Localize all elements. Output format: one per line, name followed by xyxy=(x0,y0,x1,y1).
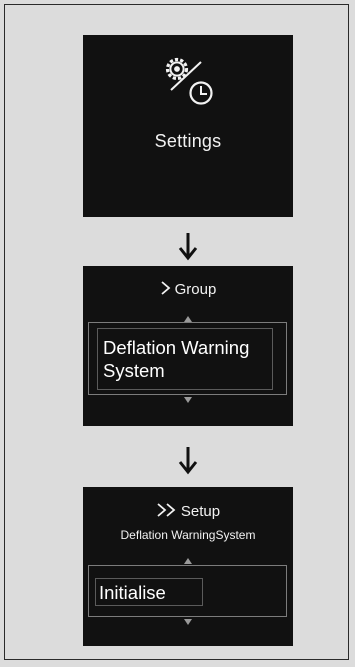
settings-screen: Settings xyxy=(83,35,293,217)
selection-highlight xyxy=(95,578,203,606)
breadcrumb-group: Group xyxy=(83,281,293,298)
breadcrumb-label: Setup xyxy=(180,503,221,520)
settings-label: Settings xyxy=(154,131,222,151)
breadcrumb-setup: Setup xyxy=(83,503,293,520)
scroll-up-indicator-icon xyxy=(184,316,192,322)
arrow-down-icon xyxy=(178,447,198,475)
menu-list-frame xyxy=(88,322,287,395)
scroll-down-indicator-icon xyxy=(184,397,192,403)
setup-screen: Setup Deflation WarningSystem Initialise xyxy=(83,487,293,646)
menu-list-frame xyxy=(88,565,287,617)
scroll-down-indicator-icon xyxy=(184,619,192,625)
arrow-down-icon xyxy=(178,233,198,261)
diagram-frame: Settings Group Deflation Warning System … xyxy=(4,4,349,660)
menu-item-deflation-warning-system[interactable]: Deflation Warning System xyxy=(103,337,250,381)
scroll-up-indicator-icon xyxy=(184,558,192,564)
breadcrumb-subtitle: Deflation WarningSystem xyxy=(120,528,256,542)
menu-item-initialise[interactable]: Initialise xyxy=(99,582,166,603)
settings-clock-icon xyxy=(165,57,213,105)
chevron-right-icon xyxy=(161,281,171,295)
double-chevron-right-icon xyxy=(157,503,176,517)
group-screen: Group Deflation Warning System xyxy=(83,266,293,426)
selection-highlight xyxy=(97,328,273,390)
breadcrumb-label: Group xyxy=(174,281,217,298)
